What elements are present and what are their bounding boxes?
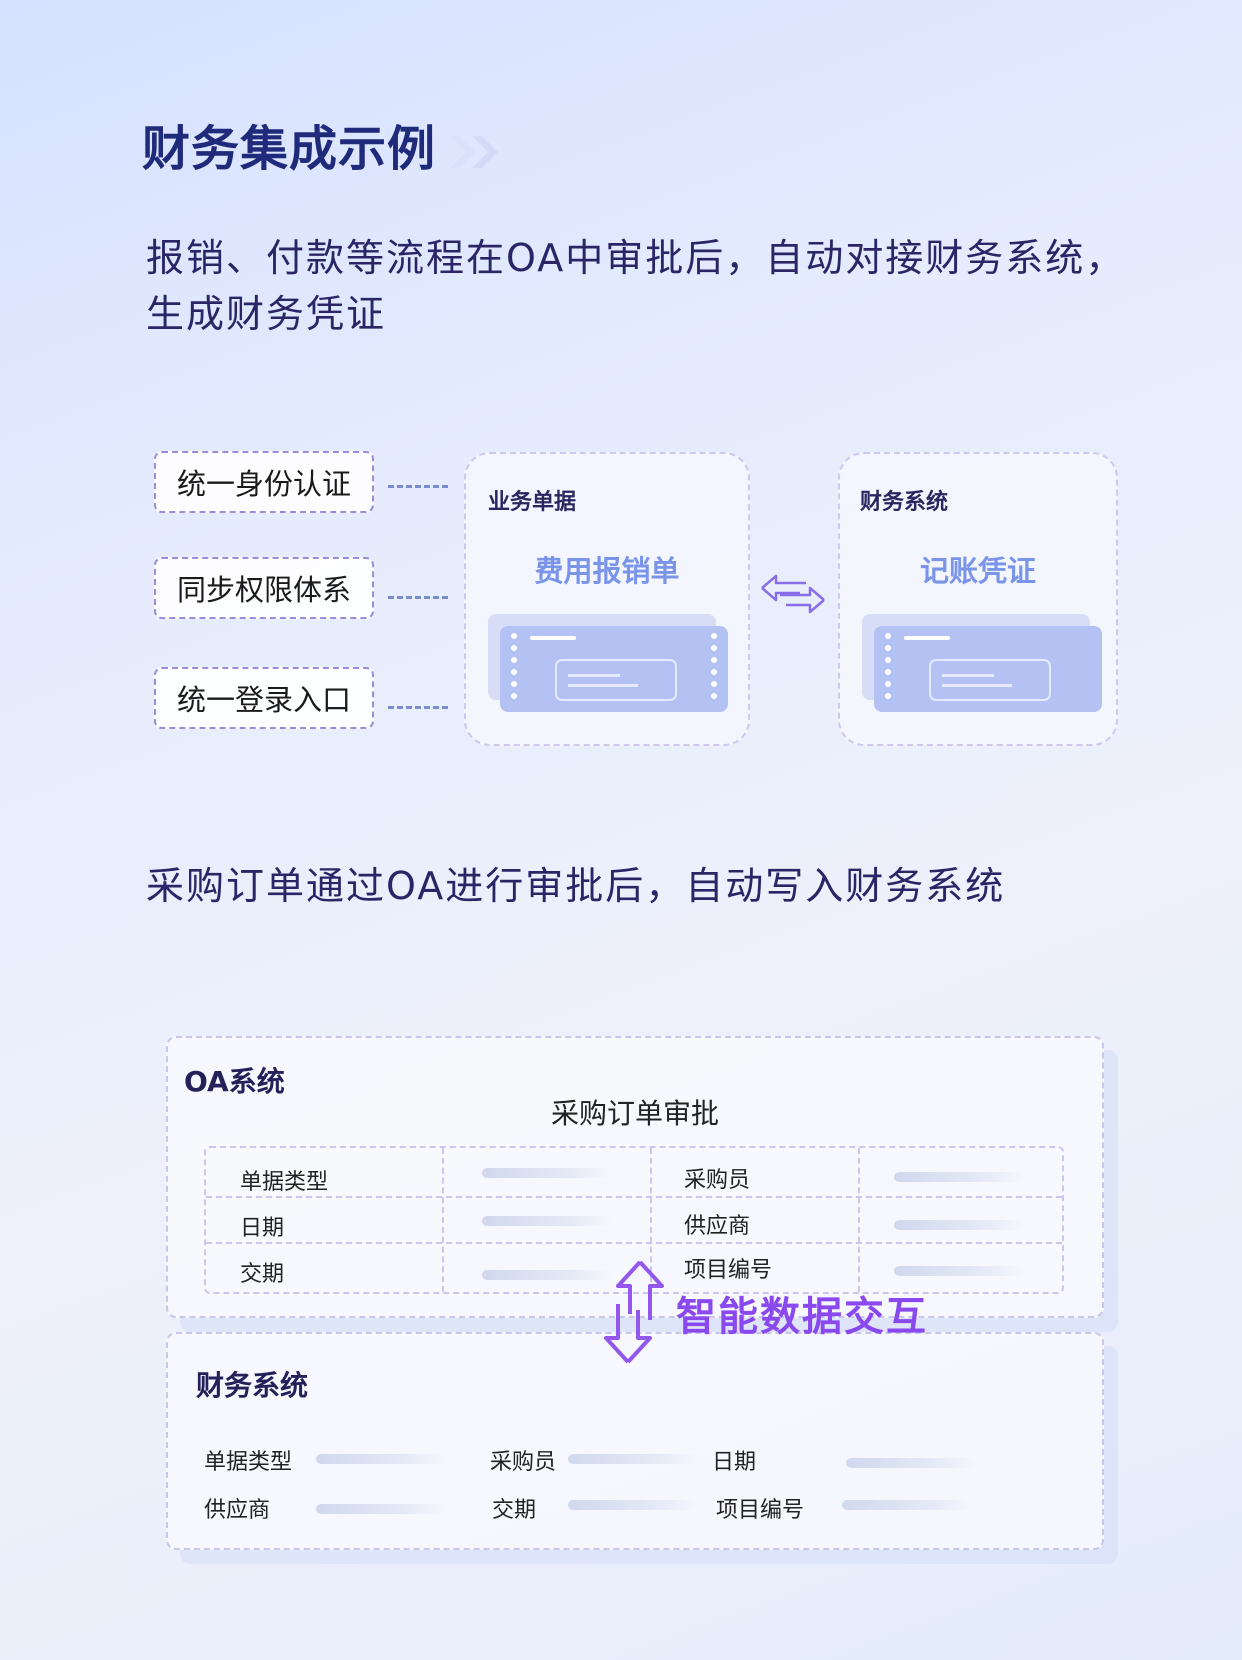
field-label: 日期	[712, 1450, 757, 1475]
value-placeholder	[846, 1458, 976, 1468]
field-label: 供应商	[204, 1498, 271, 1523]
voucher-illustration-icon	[862, 614, 1102, 712]
value-placeholder	[894, 1220, 1024, 1230]
table-cell-label: 采购员	[684, 1168, 751, 1193]
feature-pill-identity: 统一身份认证	[154, 451, 374, 513]
value-placeholder	[842, 1500, 972, 1510]
field-label: 交期	[492, 1498, 537, 1523]
double-chevron-icon	[450, 136, 498, 168]
card-label: 财务系统	[860, 490, 949, 515]
value-placeholder	[894, 1172, 1024, 1182]
voucher-illustration-icon	[488, 614, 728, 712]
panel-title: 采购订单审批	[550, 1097, 719, 1130]
panel-label: OA系统	[184, 1065, 285, 1098]
vertical-exchange-arrow-icon	[604, 1260, 664, 1364]
feature-pill-login: 统一登录入口	[154, 667, 374, 729]
connector-line	[388, 706, 448, 709]
card-title: 记账凭证	[919, 554, 1036, 588]
value-placeholder	[482, 1270, 612, 1280]
section1-description: 报销、付款等流程在OA中审批后，自动对接财务系统，生成财务凭证	[146, 236, 1126, 336]
table-cell-label: 单据类型	[240, 1170, 329, 1195]
table-cell-label: 日期	[240, 1216, 285, 1241]
value-placeholder	[482, 1168, 612, 1178]
data-exchange-label: 智能数据交互	[676, 1294, 928, 1340]
business-document-card: 业务单据 费用报销单	[464, 452, 750, 746]
finance-system-card: 财务系统 记账凭证	[838, 452, 1118, 746]
field-label: 项目编号	[716, 1498, 805, 1523]
approval-form-table: 单据类型 日期 交期 采购员 供应商 项目编号	[204, 1146, 1064, 1294]
value-placeholder	[316, 1504, 446, 1514]
panel-label: 财务系统	[196, 1369, 309, 1402]
table-cell-label: 项目编号	[684, 1258, 773, 1283]
connector-line	[388, 485, 448, 488]
bidirectional-arrow-icon	[761, 574, 825, 614]
value-placeholder	[316, 1454, 446, 1464]
value-placeholder	[568, 1454, 698, 1464]
field-label: 采购员	[490, 1450, 557, 1475]
section2-description: 采购订单通过OA进行审批后，自动写入财务系统	[146, 864, 1006, 908]
feature-pill-permission: 同步权限体系	[154, 557, 374, 619]
page-title: 财务集成示例	[142, 121, 437, 177]
finance-system-panel: 财务系统 单据类型 采购员 日期 供应商 交期 项目编号	[166, 1332, 1104, 1550]
oa-system-panel: OA系统 采购订单审批 单据类型 日期 交期 采购员 供应商 项目编号	[166, 1036, 1104, 1318]
card-title: 费用报销单	[534, 554, 680, 588]
field-label: 单据类型	[204, 1450, 293, 1475]
table-cell-label: 供应商	[684, 1214, 751, 1239]
value-placeholder	[482, 1216, 612, 1226]
card-label: 业务单据	[488, 490, 577, 515]
table-cell-label: 交期	[240, 1262, 285, 1287]
value-placeholder	[894, 1266, 1024, 1276]
value-placeholder	[568, 1500, 698, 1510]
connector-line	[388, 596, 448, 599]
